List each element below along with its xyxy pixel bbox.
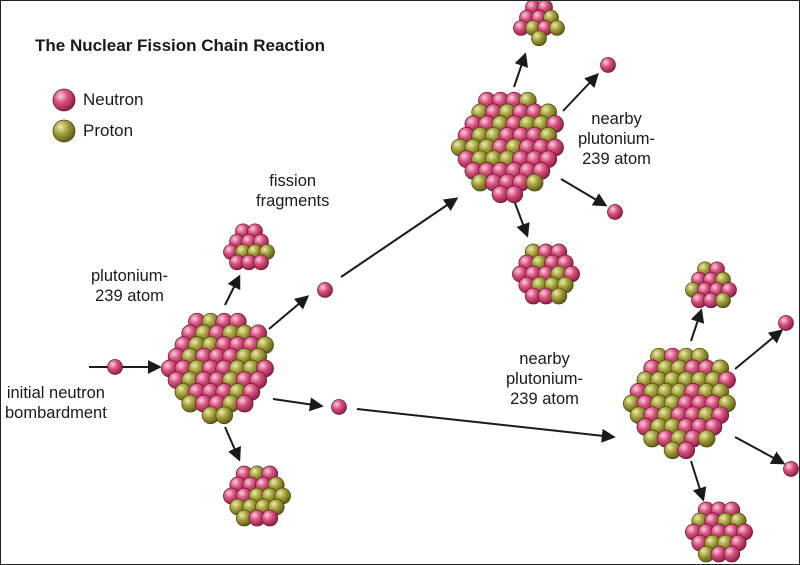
bottom-atom-fragment-upper xyxy=(685,261,737,309)
released-neutron xyxy=(783,461,799,477)
proton-particle xyxy=(549,20,565,36)
top-atom-fragment-lower xyxy=(512,243,580,305)
arrow-to-nearby-atom-bottom xyxy=(356,408,616,443)
proton-particle xyxy=(215,406,234,425)
neutron-particle xyxy=(235,394,254,413)
arrow-to-released-neutron-2 xyxy=(272,397,324,412)
top-atom-fragment-upper xyxy=(513,1,565,47)
diagram-title: The Nuclear Fission Chain Reaction xyxy=(35,36,326,55)
legend-proton: Proton xyxy=(51,118,133,144)
neutron-particle xyxy=(261,509,279,527)
released-neutron xyxy=(607,204,623,220)
legend-neutron: Neutron xyxy=(51,87,143,113)
released-neutron xyxy=(600,57,616,73)
label-initial-neutron: initial neutron bombardment xyxy=(5,384,107,422)
arrow-top-atom-fragment-up xyxy=(513,52,528,88)
fission-fragment-bottom xyxy=(223,465,291,527)
arrows-layer xyxy=(89,52,786,502)
legend-neutron-label: Neutron xyxy=(83,90,144,109)
label-nearby-atom-bottom: nearby plutonium- 239 atom xyxy=(506,350,584,408)
arrow-top-atom-fragment-down xyxy=(514,202,530,238)
nearby-atom-top-nucleus xyxy=(450,91,564,204)
proton-particle xyxy=(525,173,544,192)
arrow-top-atom-neutron-2 xyxy=(560,178,608,207)
arrow-bottom-atom-neutron-1 xyxy=(734,329,784,370)
label-plutonium-atom: plutonium- 239 atom xyxy=(91,267,169,305)
legend-proton-label: Proton xyxy=(83,121,134,140)
fission-fragment-top xyxy=(223,223,275,271)
neutron-particle xyxy=(723,545,741,563)
arrow-bottom-atom-fragment-up xyxy=(690,308,705,342)
bottom-atom-fragment-lower xyxy=(685,501,753,563)
arrow-bottom-atom-fragment-down xyxy=(690,460,707,502)
arrow-top-atom-neutron-1 xyxy=(562,72,599,112)
proton-particle xyxy=(550,287,568,305)
proton-particle xyxy=(715,292,731,309)
arrow-to-bottom-fragment xyxy=(224,426,241,462)
neutron-legend-icon xyxy=(52,88,76,112)
arrow-to-top-fragment xyxy=(224,274,241,306)
proton-legend-icon xyxy=(52,119,76,143)
nearby-atom-bottom-nucleus xyxy=(622,347,736,460)
neutron-particle xyxy=(253,254,269,271)
incoming-neutron xyxy=(107,359,123,375)
neutron-particle xyxy=(505,185,524,204)
central-plutonium-nucleus xyxy=(160,312,274,425)
released-neutron xyxy=(331,399,347,415)
released-neutron xyxy=(317,282,333,298)
label-nearby-atom-top: nearby plutonium- 239 atom xyxy=(578,110,656,168)
proton-particle xyxy=(697,429,716,448)
arrow-to-nearby-atom-top xyxy=(340,197,459,278)
proton-particle xyxy=(531,30,547,47)
released-neutron xyxy=(778,315,794,331)
arrow-bottom-atom-neutron-2 xyxy=(734,436,786,465)
neutron-particle xyxy=(677,441,696,460)
nuclei-layer xyxy=(107,1,799,563)
label-fission-fragments: fission fragments xyxy=(256,172,330,210)
arrow-to-released-neutron-1 xyxy=(268,295,310,330)
